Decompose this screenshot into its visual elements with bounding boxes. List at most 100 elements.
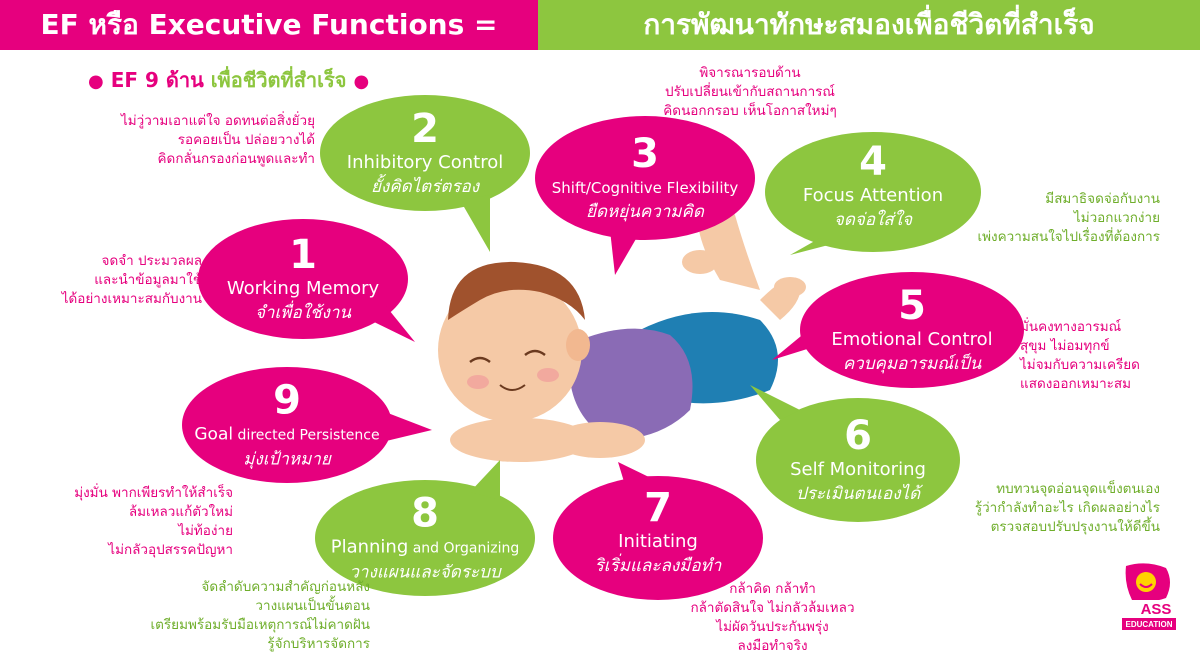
bubble-2 — [320, 95, 530, 252]
bubble-5-english: Emotional Control — [831, 329, 993, 350]
bubble-5 — [772, 272, 1024, 388]
bubble-7-text: 7 Initiating ริเริ่มและลงมือทำ — [595, 486, 722, 578]
subtitle-part1: EF 9 ด้าน — [110, 68, 204, 92]
logo-text-main: ASS — [1141, 601, 1172, 618]
description-line: คิดนอกกรอบ เห็นโอกาสใหม่ๆ — [663, 103, 837, 119]
bubble-6-thai: ประเมินตนเองได้ — [795, 484, 921, 504]
description-line: เพ่งความสนใจไปเรื่องที่ต้องการ — [977, 229, 1160, 245]
bubble-7 — [553, 462, 763, 600]
header-left-title: EF หรือ Executive Functions = — [40, 8, 498, 41]
description-4: มีสมาธิจดจ่อกับงาน ไม่วอกแวกง่าย เพ่งควา… — [975, 190, 1160, 247]
bubble-8 — [315, 460, 535, 596]
bubble-4-thai: จดจ่อใส่ใจ — [833, 210, 913, 230]
description-line: คิดกลั่นกรองก่อนพูดและทำ — [157, 151, 315, 167]
bullet-icon: ● — [88, 71, 104, 92]
bubble-7-thai: ริเริ่มและลงมือทำ — [594, 556, 722, 576]
description-line: ไม่วอกแวกง่าย — [1073, 210, 1160, 226]
description-line: มุ่งมั่น พากเพียรทำให้สำเร็จ — [74, 485, 233, 501]
description-line: ไม่วู่วามเอาแต่ใจ อดทนต่อสิ่งยั่วยุ — [120, 113, 315, 129]
bubble-8-number: 8 — [411, 490, 439, 537]
bubble-9 — [182, 367, 432, 483]
description-line: และนำข้อมูลมาใช้ — [94, 272, 202, 288]
bubble-7-english: Initiating — [618, 531, 698, 552]
description-line: ไม่ผัดวันประกันพรุ่ง — [716, 619, 829, 635]
bubble-3-english: Shift/Cognitive Flexibility — [551, 179, 739, 197]
bubble-8-english-b: and Organizing — [408, 540, 520, 557]
description-7: กล้าคิด กล้าทำ กล้าตัดสินใจ ไม่กลัวล้มเห… — [670, 580, 875, 656]
description-5: มั่นคงทางอารมณ์ สุขุม ไม่อมทุกข์ ไม่จมกั… — [1020, 318, 1180, 394]
bubble-3-text: 3 Shift/Cognitive Flexibility ยืดหยุ่นคว… — [552, 132, 739, 224]
subtitle: ● EF 9 ด้าน เพื่อชีวิตที่สำเร็จ ● — [88, 64, 369, 96]
bubble-9-english-b: directed Persistence — [233, 427, 380, 444]
description-8: จัดลำดับความสำคัญก่อนหลัง วางแผนเป็นขั้น… — [120, 578, 370, 654]
bubble-5-number: 5 — [898, 283, 926, 329]
description-1: จดจำ ประมวลผล และนำข้อมูลมาใช้ ได้อย่างเ… — [52, 252, 202, 309]
description-line: ลงมือทำจริง — [737, 638, 808, 654]
description-2: ไม่วู่วามเอาแต่ใจ อดทนต่อสิ่งยั่วยุ รอคอ… — [110, 112, 315, 169]
bullet-icon: ● — [353, 71, 370, 92]
bubble-9-english-a: Goal — [194, 424, 234, 445]
description-line: ไม่จมกับความเครียด — [1020, 357, 1140, 373]
bubble-8-thai: วางแผนและจัดระบบ — [349, 562, 501, 583]
description-line: ทบทวนจุดอ่อนจุดแข็งตนเอง — [996, 481, 1160, 497]
bubble-3-thai: ยืดหยุ่นความคิด — [586, 202, 704, 222]
bubble-6-text: 6 Self Monitoring ประเมินตนเองได้ — [790, 414, 926, 506]
bubble-5-thai: ควบคุมอารมณ์เป็น — [842, 354, 982, 374]
bubble-2-number: 2 — [411, 106, 439, 152]
bubble-6-english: Self Monitoring — [790, 459, 926, 480]
description-line: รู้จักบริหารจัดการ — [267, 636, 370, 652]
description-line: ไม่ท้อง่าย — [178, 523, 233, 539]
description-line: วางแผนเป็นขั้นตอน — [255, 598, 370, 614]
header-left-banner: EF หรือ Executive Functions = — [0, 0, 538, 50]
description-line: มั่นคงทางอารมณ์ — [1020, 319, 1122, 335]
bubble-2-thai: ยั้งคิดไตร่ตรอง — [370, 177, 480, 197]
bubble-4 — [765, 132, 981, 255]
subtitle-part2: เพื่อชีวิตที่สำเร็จ — [210, 68, 347, 92]
bubble-1-number: 1 — [289, 232, 317, 278]
bubble-2-english: Inhibitory Control — [346, 152, 504, 173]
description-line: ไม่กลัวอุปสรรคปัญหา — [108, 542, 233, 558]
description-line: แสดงออกเหมาะสม — [1020, 376, 1132, 392]
bubble-1-text: 1 Working Memory จำเพื่อใช้งาน — [227, 233, 379, 325]
description-line: รอคอยเป็น ปล่อยวางได้ — [177, 132, 315, 148]
bubble-4-english: Focus Attention — [802, 185, 944, 206]
bubble-9-thai: มุ่งเป้าหมาย — [243, 449, 331, 470]
bubble-8-english-a: Planning — [330, 536, 409, 558]
bubble-6 — [750, 385, 960, 522]
description-line: ล้มเหลวแก้ตัวใหม่ — [128, 504, 233, 520]
description-line: จัดลำดับความสำคัญก่อนหลัง — [201, 579, 370, 595]
bubble-5-text: 5 Emotional Control ควบคุมอารมณ์เป็น — [831, 284, 992, 376]
description-line: จดจำ ประมวลผล — [101, 253, 202, 269]
bubble-9-text: 9 Goal directed Persistence มุ่งเป้าหมาย — [194, 379, 379, 472]
description-line: กล้าตัดสินใจ ไม่กลัวล้มเหลว — [690, 600, 855, 616]
bubble-2-text: 2 Inhibitory Control ยั้งคิดไตร่ตรอง — [347, 107, 503, 199]
description-line: ตรวจสอบปรับปรุงงานให้ดีขึ้น — [990, 519, 1160, 535]
description-line: ได้อย่างเหมาะสมกับงาน — [61, 291, 202, 307]
bubble-3-number: 3 — [631, 131, 659, 177]
description-6: ทบทวนจุดอ่อนจุดแข็งตนเอง รู้ว่ากำลังทำอะ… — [955, 480, 1160, 537]
description-9: มุ่งมั่น พากเพียรทำให้สำเร็จ ล้มเหลวแก้ต… — [55, 484, 233, 560]
description-line: เตรียมพร้อมรับมือเหตุการณ์ไม่คาดฝัน — [150, 617, 370, 633]
bubble-4-number: 4 — [859, 139, 887, 185]
header-right-banner: การพัฒนาทักษะสมองเพื่อชีวิตที่สำเร็จ — [538, 0, 1200, 50]
header-right-title: การพัฒนาทักษะสมองเพื่อชีวิตที่สำเร็จ — [643, 8, 1095, 41]
bubble-6-number: 6 — [844, 413, 872, 459]
description-line: ปรับเปลี่ยนเข้ากับสถานการณ์ — [665, 84, 835, 100]
description-line: พิจารณารอบด้าน — [699, 65, 801, 81]
logo-text-sub: EDUCATION — [1126, 620, 1173, 629]
bubble-9-number: 9 — [273, 377, 301, 424]
description-line: สุขุม ไม่อมทุกข์ — [1020, 338, 1110, 354]
bubble-1 — [198, 219, 415, 342]
description-line: รู้ว่ากำลังทำอะไร เกิดผลอย่างไร — [974, 500, 1160, 516]
description-line: กล้าคิด กล้าทำ — [729, 581, 816, 597]
bubble-1-thai: จำเพื่อใช้งาน — [254, 303, 352, 323]
bubble-3 — [535, 116, 755, 275]
bubble-1-english: Working Memory — [226, 278, 380, 299]
description-3: พิจารณารอบด้าน ปรับเปลี่ยนเข้ากับสถานการ… — [640, 64, 860, 121]
pass-education-logo: ASS EDUCATION — [1122, 563, 1176, 630]
bubble-8-text: 8 Planning and Organizing วางแผนและจัดระ… — [331, 492, 520, 585]
bubble-7-number: 7 — [644, 485, 672, 531]
bubble-4-text: 4 Focus Attention จดจ่อใส่ใจ — [803, 140, 943, 232]
description-line: มีสมาธิจดจ่อกับงาน — [1045, 191, 1160, 207]
